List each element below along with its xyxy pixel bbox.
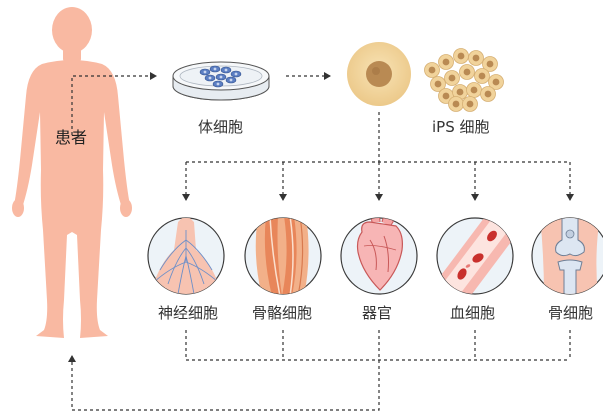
target-nerve-cell (148, 217, 224, 294)
ips-cluster-nucleus (471, 87, 478, 94)
ips-cluster-nucleus (473, 55, 480, 62)
ips-cluster-nucleus (453, 101, 460, 108)
ips-cluster-nucleus (457, 89, 464, 96)
ips-cluster-nucleus (485, 91, 492, 98)
patient-body (12, 7, 132, 338)
target-blood-cell (430, 210, 520, 310)
target-bone-cell (532, 216, 603, 296)
target-skeletal-muscle (245, 216, 321, 296)
ips-cell-cluster-icon (425, 49, 504, 112)
somatic-cell-label: 体细胞 (198, 116, 243, 137)
ips-cluster-nucleus (487, 61, 494, 68)
ips-cluster-nucleus (458, 53, 465, 60)
ips-cluster-nucleus (493, 79, 500, 86)
ips-cluster-nucleus (443, 93, 450, 100)
ips-cluster-nucleus (467, 101, 474, 108)
target-label-bone-cell: 骨细胞 (548, 302, 593, 323)
patient-label: 患者 (55, 124, 87, 148)
target-label-organ: 器官 (362, 302, 392, 323)
ips-cluster-nucleus (479, 73, 486, 80)
target-label-nerve-cell: 神经细胞 (158, 302, 218, 323)
knee-bone-icon (540, 216, 600, 296)
ips-cluster-nucleus (443, 59, 450, 66)
ips-cell-icon (347, 42, 411, 106)
ips-cell-label: iPS 细胞 (432, 116, 490, 137)
petri-dish-icon (173, 62, 269, 100)
ips-cluster-nucleus (464, 69, 471, 76)
ips-cluster-nucleus (429, 67, 436, 74)
target-label-blood-cell: 血细胞 (450, 302, 495, 323)
target-organ (341, 214, 417, 294)
ips-cluster-nucleus (449, 75, 456, 82)
target-label-skeletal-muscle: 骨骼细胞 (252, 302, 312, 323)
ips-cluster-nucleus (435, 81, 442, 88)
skeletal-muscle-icon (256, 216, 309, 296)
